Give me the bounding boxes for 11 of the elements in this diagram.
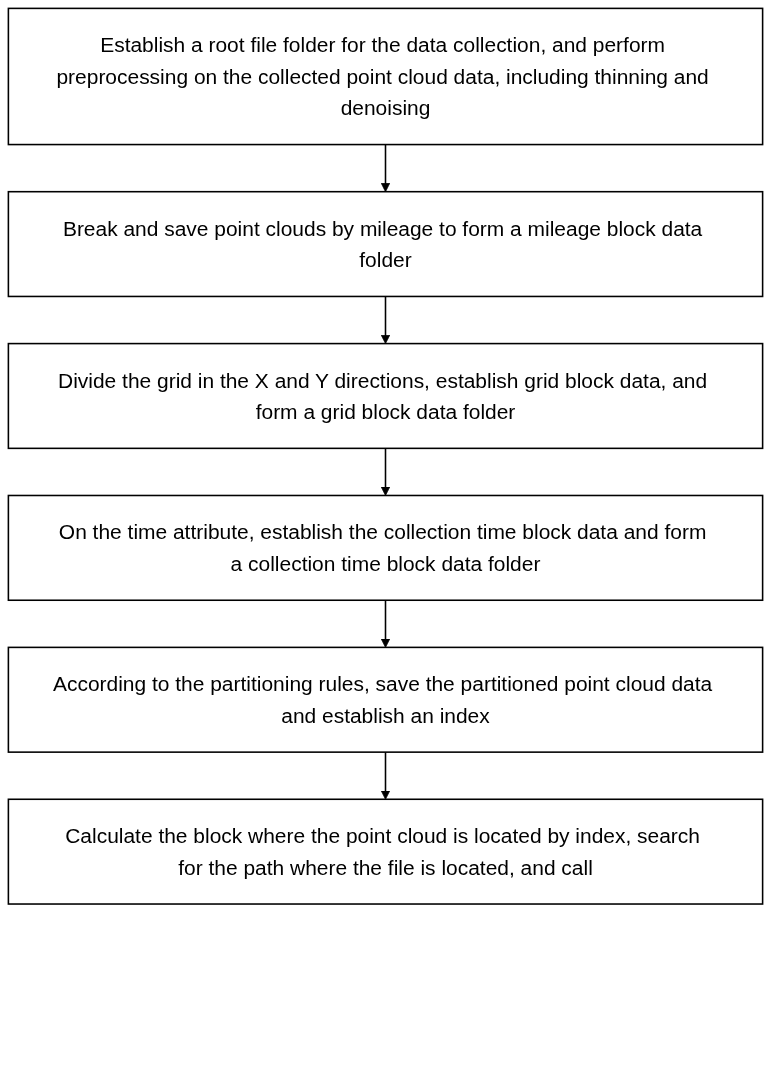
node-box: Divide the grid in the X and Y directions, establish grid block data, and form a grid block data folder: [7, 342, 764, 450]
arrow: [380, 751, 391, 800]
node-box: According to the partitioning rules, save the partitioned point cloud data and establish an index: [7, 646, 764, 753]
node-box: Establish a root file folder for the data collection, and perform preprocessing on the collected point cloud data, including thinning and denoising: [7, 7, 764, 146]
arrow: [380, 143, 391, 193]
node-box: Break and save point clouds by mileage to form a mileage block data folder: [7, 190, 764, 298]
arrow: [380, 599, 391, 648]
arrow: [380, 295, 391, 344]
node-box: Calculate the block where the point cloud is located by index, search for the path where the file is located, and call: [7, 798, 764, 905]
arrow: [380, 447, 391, 496]
node-box: On the time attribute, establish the collection time block data and form a collection time block data folder: [7, 494, 764, 602]
